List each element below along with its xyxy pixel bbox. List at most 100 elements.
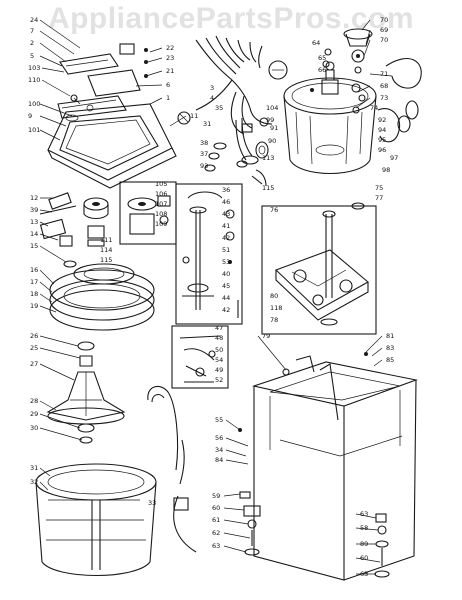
part-label: 97 [390, 154, 398, 162]
drive-pulley-parts [39, 192, 109, 268]
part-label: 113 [262, 154, 274, 162]
part-label: 39 [30, 206, 38, 214]
part-label: 114 [100, 246, 112, 254]
part-label: 76 [270, 206, 278, 214]
part-label: 84 [215, 456, 223, 464]
part-label: 53 [222, 258, 230, 266]
part-label: 27 [30, 360, 38, 368]
part-label: 48 [215, 334, 223, 342]
part-label: 104 [266, 104, 278, 112]
part-label: 107 [155, 200, 167, 208]
leader-lines [39, 19, 393, 575]
part-label: 23 [166, 54, 174, 62]
part-label: 7 [30, 27, 34, 35]
part-label: 70 [380, 16, 388, 24]
part-label: 85 [386, 356, 394, 364]
part-label: 45 [222, 282, 230, 290]
part-label: 68 [380, 82, 388, 90]
part-label: 35 [215, 104, 223, 112]
part-label: 80 [270, 292, 278, 300]
part-label: 29 [30, 410, 38, 418]
linkage-inset [171, 325, 229, 389]
part-label: 26 [30, 332, 38, 340]
pump-kit-inset [119, 181, 177, 245]
part-label: 99 [266, 116, 274, 124]
part-label: 74 [370, 104, 378, 112]
agitator [46, 341, 126, 444]
part-label: 63 [212, 542, 220, 550]
part-label: 78 [270, 316, 278, 324]
part-label: 65 [318, 54, 326, 62]
part-label: 15 [30, 242, 38, 250]
mounting-plate-inset [261, 202, 377, 335]
part-label: 43 [222, 210, 230, 218]
part-label: 16 [30, 266, 38, 274]
part-label: 33 [148, 499, 156, 507]
part-label: 2 [30, 39, 34, 47]
part-label: 95 [378, 136, 386, 144]
part-label: 51 [222, 246, 230, 254]
part-label: 83 [386, 344, 394, 352]
part-label: 34 [215, 446, 223, 454]
part-label: 30 [30, 424, 38, 432]
part-label: 25 [30, 344, 38, 352]
part-label: 110 [28, 76, 40, 84]
part-label: 50 [215, 346, 223, 354]
part-label: 108 [155, 210, 167, 218]
part-label: 58 [360, 524, 368, 532]
console-parts [59, 43, 148, 105]
part-label: 31 [203, 120, 211, 128]
part-label: 77 [375, 194, 383, 202]
part-label: 93 [200, 162, 208, 170]
tub-cover-parts [322, 28, 422, 114]
part-label: 56 [215, 434, 223, 442]
part-label: 9 [28, 112, 32, 120]
part-label: 63 [360, 510, 368, 518]
part-label: 98 [382, 166, 390, 174]
part-label: 66 [318, 66, 326, 74]
part-label: 63 [360, 570, 368, 578]
part-label: 14 [30, 230, 38, 238]
part-label: 70 [380, 36, 388, 44]
part-label: 49 [215, 366, 223, 374]
part-label: 5 [30, 52, 34, 60]
tub-ring [49, 263, 155, 331]
part-number-labels: 2472510311022232161111009101343531104999… [28, 16, 398, 578]
part-label: 19 [30, 302, 38, 310]
part-label: 115 [262, 184, 274, 192]
part-label: 6 [166, 81, 170, 89]
part-label: 94 [378, 126, 386, 134]
part-label: 41 [222, 222, 230, 230]
part-label: 24 [30, 16, 38, 24]
part-label: 3 [210, 84, 214, 92]
part-label: 13 [30, 218, 38, 226]
part-label: 55 [215, 416, 223, 424]
part-label: 111 [100, 236, 112, 244]
part-label: 42 [222, 306, 230, 314]
part-label: 109 [155, 220, 167, 228]
part-label: 79 [262, 332, 270, 340]
part-label: 96 [378, 146, 386, 154]
part-label: 89 [360, 540, 368, 548]
part-label: 1 [166, 94, 170, 102]
part-label: 64 [312, 39, 320, 47]
part-label: 12 [30, 194, 38, 202]
part-label: 91 [270, 124, 278, 132]
part-label: 17 [30, 278, 38, 286]
part-label: 31 [30, 464, 38, 472]
inner-basket [35, 463, 157, 577]
part-label: 92 [378, 116, 386, 124]
wire-harness [177, 35, 288, 135]
part-label: 37 [200, 150, 208, 158]
power-cord-and-drain-hose [147, 385, 197, 553]
part-label: 46 [222, 198, 230, 206]
top-panel-assembly [47, 95, 177, 189]
part-label: 105 [155, 180, 167, 188]
part-label: 36 [222, 186, 230, 194]
part-label: 59 [212, 492, 220, 500]
part-label: 61 [212, 516, 220, 524]
part-label: 101 [28, 126, 40, 134]
part-label: 90 [268, 137, 276, 145]
part-label: 106 [155, 190, 167, 198]
